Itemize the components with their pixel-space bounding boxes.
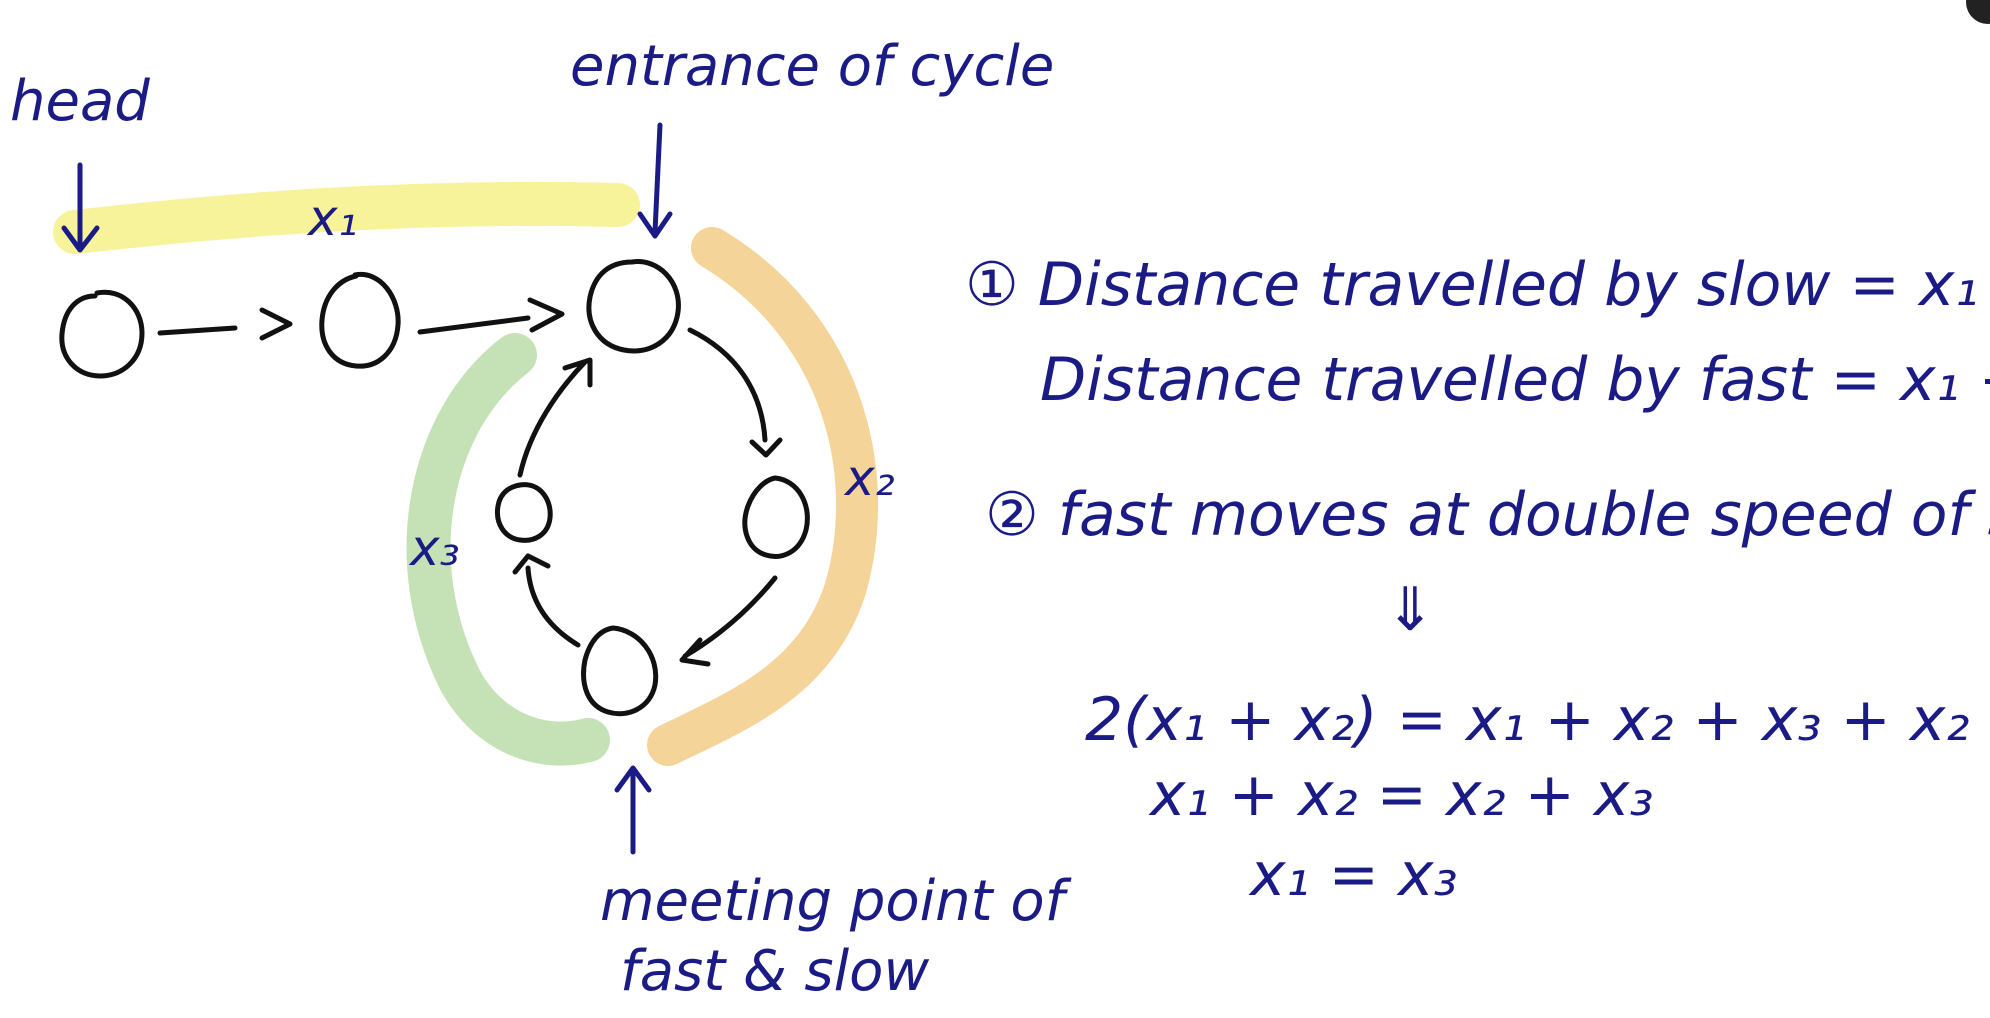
arrow-head-to-node2 — [157, 307, 293, 341]
x3-label: x₃ — [408, 519, 460, 577]
meeting-label-line1: meeting point of — [600, 869, 1072, 934]
node-head — [59, 289, 145, 379]
arrow-meeting-to-left — [512, 553, 581, 648]
node-2 — [319, 271, 401, 369]
implies-arrow: ⇓ — [1385, 575, 1435, 645]
derivation-line-3: x₁ = x₃ — [1248, 840, 1458, 910]
node-left — [494, 482, 553, 543]
arrow-right-to-meeting — [679, 575, 778, 667]
arrow-node2-to-entrance — [417, 297, 565, 335]
x3-highlight — [406, 333, 610, 766]
arrow-left-to-entrance — [517, 357, 593, 478]
meeting-label-line2: fast & slow — [620, 939, 929, 1004]
x1-highlight — [53, 181, 640, 254]
equation-speed: ② fast moves at double speed of slow — [985, 480, 1990, 550]
entrance-label: entrance of cycle — [570, 34, 1054, 99]
head-pointer-arrow — [61, 162, 100, 253]
x1-label: x₁ — [306, 189, 358, 247]
node-meeting — [581, 625, 659, 717]
derivation-line-1: 2(x₁ + x₂) = x₁ + x₂ + x₃ + x₂ — [1085, 685, 1969, 755]
node-entrance — [586, 259, 681, 354]
x2-label: x₂ — [843, 449, 895, 507]
equation-slow-distance: ① Distance travelled by slow = x₁ + x₂ — [965, 250, 1990, 320]
arrow-entrance-to-right — [687, 327, 783, 458]
meeting-pointer-arrow — [614, 765, 652, 855]
derivation-line-2: x₁ + x₂ = x₂ + x₃ — [1148, 760, 1654, 830]
entrance-pointer-arrow — [637, 122, 673, 239]
equation-fast-distance: Distance travelled by fast = x₁ + x₂ + x… — [1040, 345, 1990, 415]
x2-highlight — [647, 227, 879, 766]
node-right — [742, 475, 810, 559]
head-label: head — [10, 69, 150, 134]
